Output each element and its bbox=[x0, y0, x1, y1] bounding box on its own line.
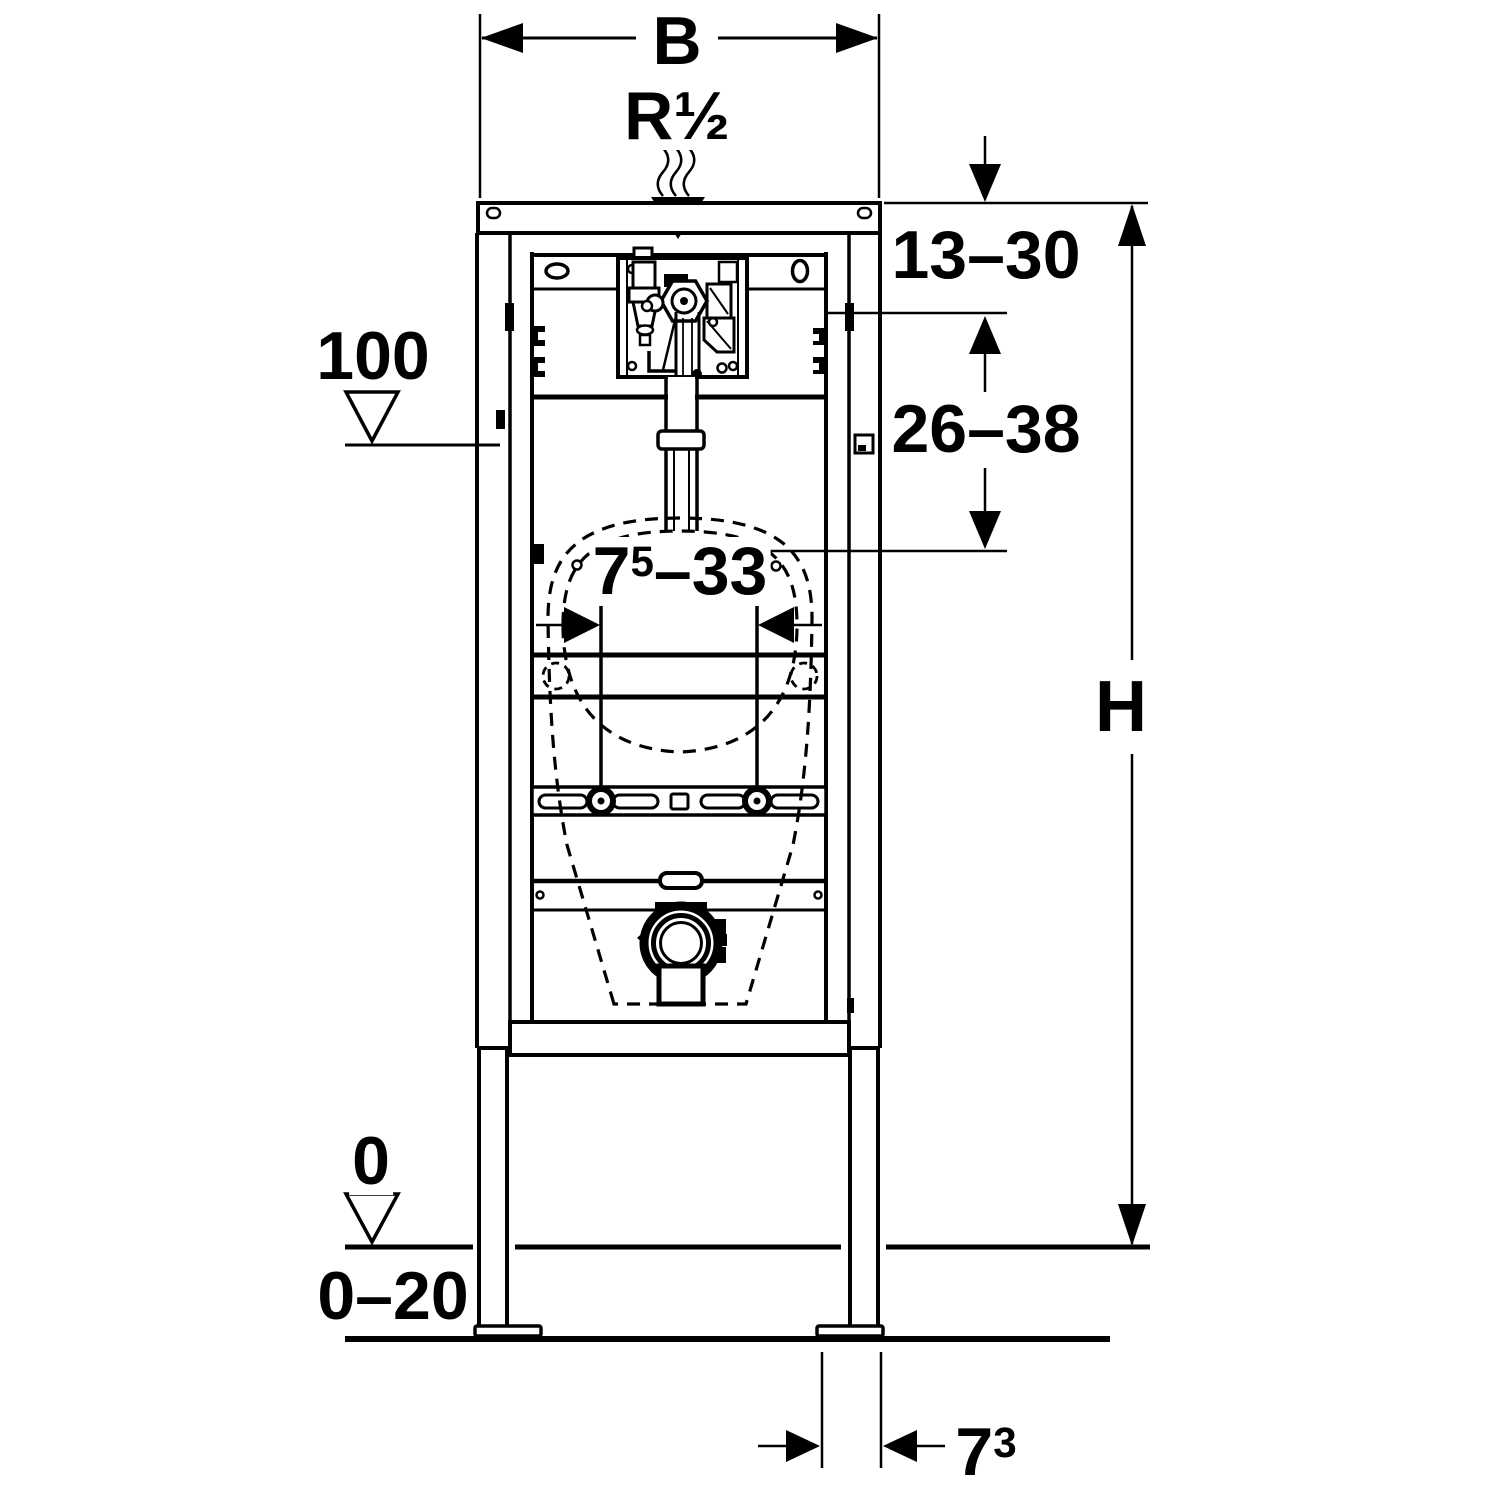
dim-label-cover-depth: 13–30 bbox=[888, 221, 1084, 289]
arrow-down-icon bbox=[1118, 1204, 1146, 1246]
flush-pipe bbox=[656, 377, 706, 531]
foot-plate-right bbox=[815, 1324, 885, 1338]
floor-lines bbox=[345, 1244, 1150, 1342]
dim-width-b bbox=[478, 14, 881, 198]
arrow-right-icon bbox=[836, 23, 878, 53]
dim-label-width: B bbox=[649, 7, 705, 75]
fixing-rest: –33 bbox=[653, 533, 768, 609]
foot-plate-left bbox=[473, 1324, 543, 1338]
fixing-rods bbox=[536, 606, 822, 816]
bottom-crossmember bbox=[508, 1020, 851, 1057]
arrow-left-icon bbox=[758, 607, 794, 643]
datum-triangle-icon bbox=[343, 1192, 401, 1246]
dim-label-flush-valve: 26–38 bbox=[888, 395, 1084, 463]
drain-pipe bbox=[656, 963, 706, 1007]
arrow-left-icon bbox=[883, 1430, 917, 1462]
dim-foot-projection bbox=[758, 1352, 945, 1468]
datum-triangle-icon bbox=[343, 390, 401, 445]
top-rail bbox=[476, 201, 882, 235]
mounting-rail bbox=[530, 785, 828, 817]
leg-right bbox=[848, 1046, 880, 1330]
arrow-down-icon bbox=[969, 164, 1001, 202]
foot-sup: 3 bbox=[993, 1419, 1017, 1467]
dim-13-30 bbox=[826, 136, 1148, 392]
drain-flange bbox=[637, 901, 727, 1007]
arrow-up-icon bbox=[969, 316, 1001, 354]
dim-label-supply-thread: R½ bbox=[621, 82, 733, 150]
dim-26-38 bbox=[770, 468, 1007, 553]
pipe-coupling bbox=[656, 429, 706, 451]
fixing-base: 7 bbox=[592, 533, 631, 609]
dim-height-h bbox=[1118, 204, 1146, 1246]
frame-structure bbox=[473, 201, 885, 1338]
arrow-left-icon bbox=[481, 23, 523, 53]
datum-100-marker bbox=[343, 390, 500, 447]
arrow-right-icon bbox=[564, 607, 600, 643]
dim-label-upper-datum: 100 bbox=[313, 322, 433, 390]
dim-label-fixing-bolts: 75–33 bbox=[589, 537, 771, 605]
foot-base: 7 bbox=[955, 1414, 994, 1490]
datum-0-marker bbox=[343, 1192, 401, 1246]
crossbar-slot-left bbox=[544, 262, 570, 280]
dim-label-floor-datum: 0 bbox=[349, 1127, 393, 1195]
arrow-right-icon bbox=[786, 1430, 820, 1462]
dim-label-foot-projection: 73 bbox=[952, 1418, 1020, 1486]
flush-valve-box bbox=[616, 246, 749, 379]
leg-left bbox=[477, 1046, 509, 1330]
urinal-outline-dashed bbox=[541, 516, 819, 1006]
fixing-sup: 5 bbox=[630, 538, 654, 586]
crossbar-slot-right bbox=[790, 258, 810, 284]
arrow-up-icon bbox=[1118, 204, 1146, 246]
arrow-down-icon bbox=[969, 511, 1001, 549]
dim-label-floor-buildup: 0–20 bbox=[314, 1262, 472, 1330]
dim-label-frame-height: H bbox=[1092, 671, 1150, 743]
